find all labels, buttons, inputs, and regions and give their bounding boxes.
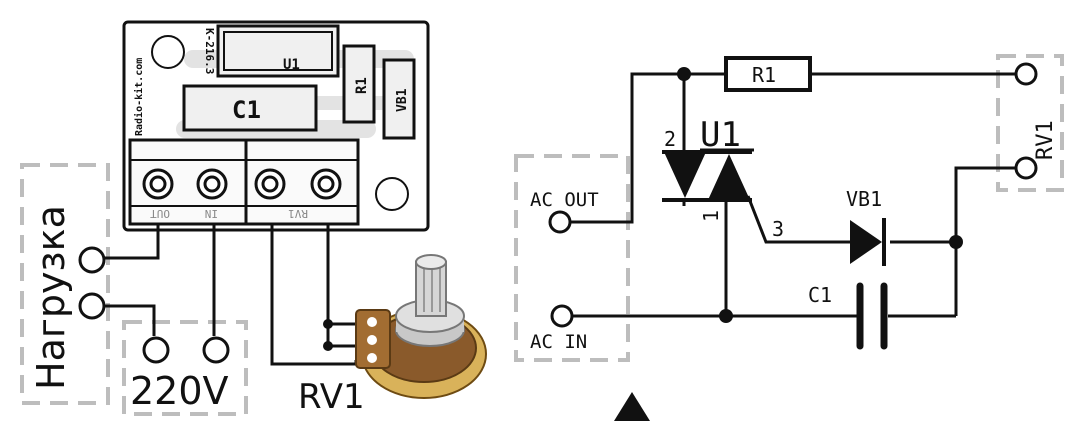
node-right bbox=[949, 235, 963, 249]
load-terminal-top bbox=[78, 246, 106, 274]
load-label: Нагрузка bbox=[29, 205, 73, 390]
ac-in-label: AC IN bbox=[530, 331, 587, 353]
ac-out-terminal bbox=[548, 210, 572, 234]
c1-capacitor bbox=[856, 282, 888, 350]
pot-label: RV1 bbox=[298, 377, 365, 417]
pcb-terminal-rv1: RV1 bbox=[288, 207, 308, 220]
bottom-partial-mark bbox=[614, 392, 650, 421]
potentiometer-rv1 bbox=[355, 254, 487, 399]
pcb-c1-label: C1 bbox=[232, 96, 261, 124]
pcb-terminal-out: OUT bbox=[150, 207, 170, 220]
rv1-terminal-top bbox=[1014, 62, 1038, 86]
schematic: R1 U1 2 1 3 VB1 C1 AC OUT AC IN RV1 bbox=[514, 54, 1064, 421]
mains-dashed-frame bbox=[122, 320, 248, 416]
pcb-assembly: U1 C1 R1 VB1 K-216.3 Radio-kit.com OUT I… bbox=[20, 20, 487, 417]
vb1-diac bbox=[850, 218, 886, 266]
pcb-terminal-screws bbox=[142, 168, 342, 200]
pcb-vb1-outline bbox=[382, 58, 416, 140]
pcb-u1-outline bbox=[216, 24, 340, 78]
mounting-hole-right bbox=[375, 177, 409, 211]
u1-triac bbox=[662, 150, 752, 202]
pcb-u1-label: U1 bbox=[283, 57, 300, 73]
r1-resistor bbox=[724, 56, 812, 92]
schematic-wires bbox=[570, 72, 1016, 318]
rv1-dashed-frame bbox=[996, 54, 1064, 192]
node-top bbox=[677, 67, 691, 81]
u1-pin1: 1 bbox=[699, 210, 723, 222]
pcb-r1-outline bbox=[342, 44, 376, 124]
u1-pin2: 2 bbox=[664, 127, 676, 151]
vb1-label: VB1 bbox=[846, 187, 882, 211]
load-dashed-frame bbox=[20, 163, 110, 405]
u1-label: U1 bbox=[700, 115, 741, 155]
c1-label: C1 bbox=[808, 283, 832, 307]
pcb-vb1-label: VB1 bbox=[395, 88, 410, 112]
r1-label: R1 bbox=[752, 63, 776, 87]
mains-label: 220V bbox=[130, 369, 229, 413]
ac-out-label: AC OUT bbox=[530, 189, 599, 211]
node-ac-in bbox=[719, 309, 733, 323]
pcb-brand-text: Radio-kit.com bbox=[133, 58, 145, 136]
pcb-model-text: K-216.3 bbox=[203, 28, 216, 74]
mains-terminal-left bbox=[142, 336, 170, 364]
pcb-c1-outline bbox=[182, 84, 318, 132]
rv1-label: RV1 bbox=[1033, 120, 1058, 160]
rv1-terminal-bottom bbox=[1014, 156, 1038, 180]
load-terminal-bottom bbox=[78, 292, 106, 320]
pcb-terminal-in: IN bbox=[205, 207, 218, 220]
u1-pin3: 3 bbox=[772, 217, 784, 241]
ac-dashed-frame bbox=[514, 154, 630, 362]
pcb-r1-label: R1 bbox=[354, 77, 370, 94]
mains-terminal-right bbox=[202, 336, 230, 364]
ac-in-terminal bbox=[550, 304, 574, 328]
mounting-hole-top bbox=[151, 35, 185, 69]
